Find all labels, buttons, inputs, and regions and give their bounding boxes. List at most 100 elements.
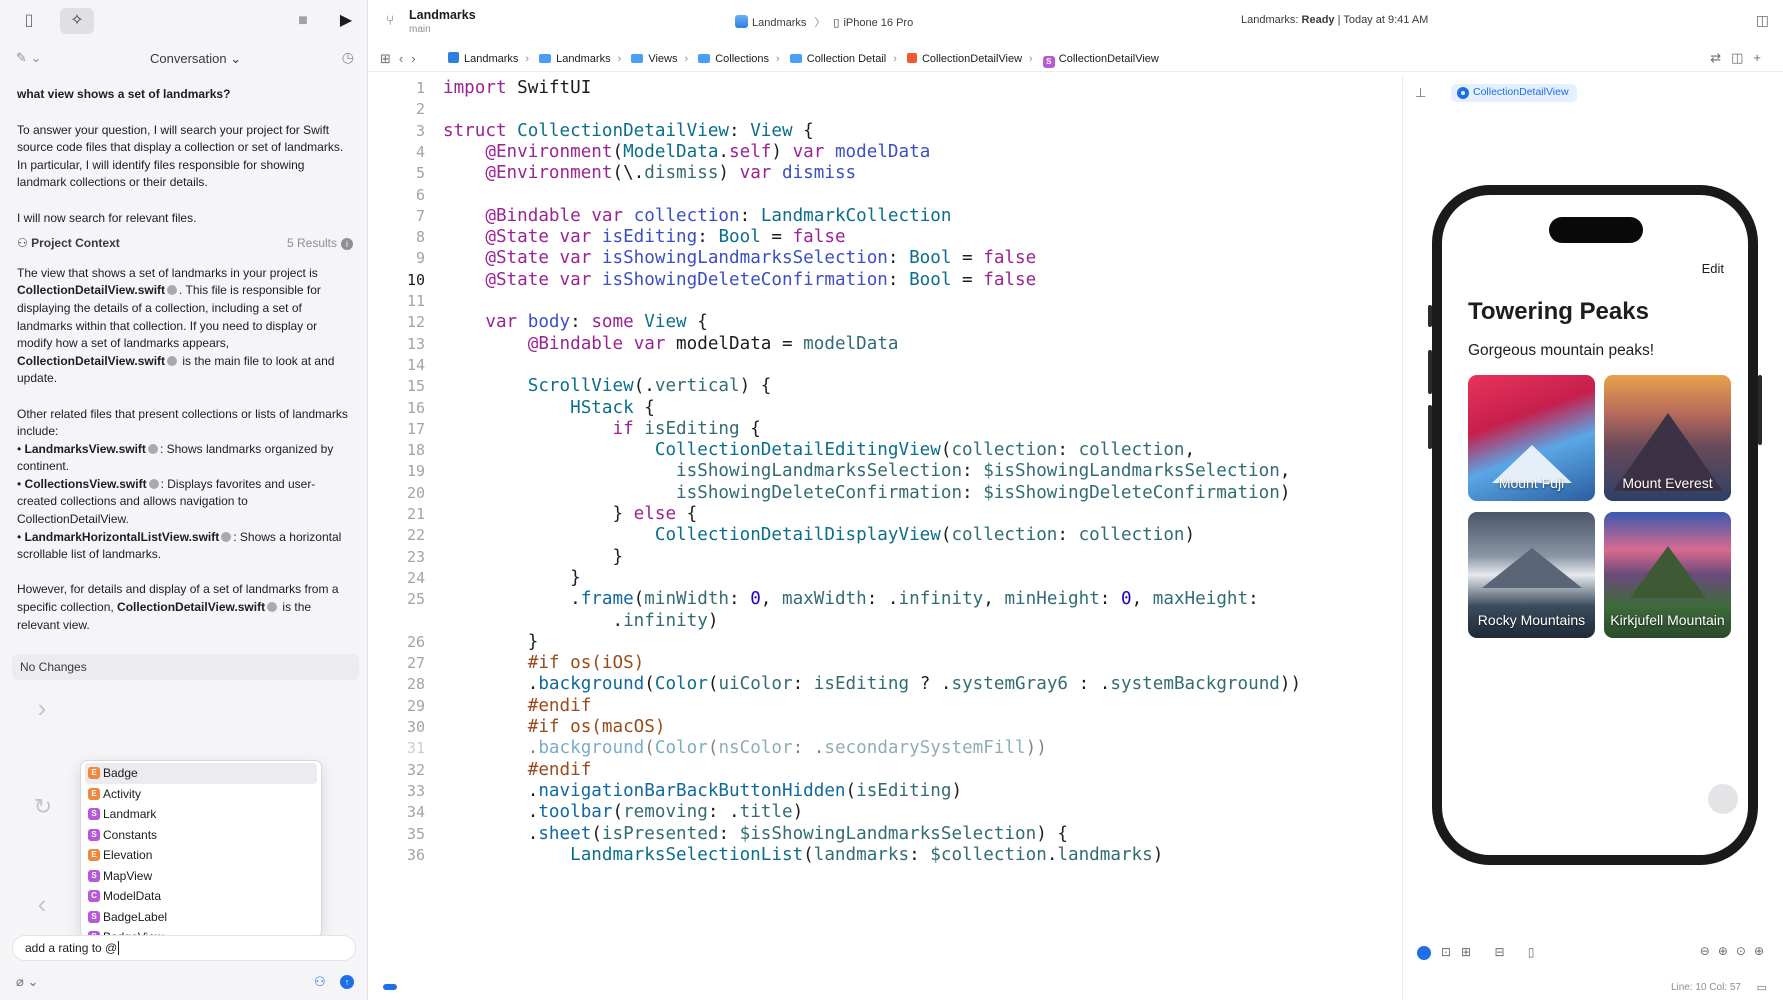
scheme-selector[interactable]: Landmarks〉▯iPhone 16 Pro xyxy=(735,14,913,30)
code-line[interactable]: 7 @Bindable var collection: LandmarkColl… xyxy=(370,204,1400,228)
run-play-icon[interactable]: ▶ xyxy=(339,12,353,29)
landmark-tile[interactable]: Kirkjufell Mountain xyxy=(1604,512,1731,638)
code-line[interactable]: 21 } else { xyxy=(370,502,1400,526)
code-line[interactable]: 32 #endif xyxy=(370,758,1400,782)
code-line[interactable]: 4 @Environment(ModelData.self) var model… xyxy=(370,140,1400,164)
landmark-tile[interactable]: Mount Fuji xyxy=(1468,375,1595,501)
no-changes-bar[interactable]: No Changes xyxy=(12,654,359,680)
live-preview-icon[interactable] xyxy=(1417,946,1431,960)
file-link-icon[interactable] xyxy=(167,355,178,366)
code-line[interactable]: 2 xyxy=(370,97,1400,121)
code-line[interactable]: 11 xyxy=(370,289,1400,313)
code-line[interactable]: 24 } xyxy=(370,566,1400,590)
completion-item[interactable]: SBadgeView xyxy=(81,927,321,937)
code-line[interactable]: 29 #endif xyxy=(370,694,1400,718)
new-conversation-icon[interactable]: ✎ ⌄ xyxy=(16,50,42,65)
code-line[interactable]: 28 .background(Color(uiColor: isEditing … xyxy=(370,672,1400,696)
history-icon[interactable]: ◷ xyxy=(341,49,354,65)
code-line[interactable]: 17 if isEditing { xyxy=(370,417,1400,441)
assistant-sparkle-icon[interactable]: ✧ xyxy=(60,8,94,34)
code-line[interactable]: 20 isShowingDeleteConfirmation: $isShowi… xyxy=(370,481,1400,505)
breadcrumb-item[interactable]: Collection Detail xyxy=(789,53,886,65)
refresh-icon[interactable]: ↻ xyxy=(33,794,53,819)
send-icon[interactable]: ↑ xyxy=(340,975,354,989)
info-icon[interactable]: i xyxy=(341,237,353,250)
nav-arrows[interactable]: ⊞‹› xyxy=(380,51,424,66)
code-line[interactable]: 13 @Bindable var modelData = modelData xyxy=(370,332,1400,356)
code-line[interactable]: 15 ScrollView(.vertical) { xyxy=(370,374,1400,398)
message-input[interactable]: add a rating to @ xyxy=(12,935,356,961)
landmark-tile[interactable]: Rocky Mountains xyxy=(1468,512,1595,638)
file-reference[interactable]: CollectionDetailView.swift xyxy=(17,283,166,298)
chevron-left-icon[interactable]: ‹ xyxy=(37,889,47,919)
file-link-icon[interactable] xyxy=(221,531,232,542)
project-name[interactable]: Landmarks xyxy=(409,8,476,22)
code-line[interactable]: 25 .frame(minWidth: 0, maxWidth: .infini… xyxy=(370,587,1400,611)
code-line[interactable]: 16 HStack { xyxy=(370,396,1400,420)
branch-name[interactable]: main xyxy=(409,24,431,35)
code-line[interactable]: 10 @State var isShowingDeleteConfirmatio… xyxy=(370,268,1400,292)
minimap-toggle-icon[interactable]: ▭ xyxy=(1756,982,1767,994)
file-link-icon[interactable] xyxy=(167,285,178,296)
file-reference[interactable]: LandmarksView.swift xyxy=(24,441,146,456)
code-line[interactable]: 36 LandmarksSelectionList(landmarks: $co… xyxy=(370,843,1400,867)
landmark-tile[interactable]: Mount Everest xyxy=(1604,375,1731,501)
attachment-icon[interactable]: ⌀ ⌄ xyxy=(16,974,39,989)
preview-tag[interactable]: CollectionDetailView xyxy=(1451,84,1577,102)
code-line[interactable]: 12 var body: some View { xyxy=(370,310,1400,334)
conversation-menu[interactable]: Conversation ⌄ xyxy=(150,51,242,66)
code-line[interactable]: 35 .sheet(isPresented: $isShowingLandmar… xyxy=(370,822,1400,846)
code-line[interactable]: 14 xyxy=(370,353,1400,377)
breadcrumb-item[interactable]: Views xyxy=(631,53,677,65)
code-line[interactable]: 22 CollectionDetailDisplayView(collectio… xyxy=(370,523,1400,547)
navigator-file-icon[interactable]: ▯ xyxy=(24,12,34,29)
code-line[interactable]: 5 @Environment(\.dismiss) var dismiss xyxy=(370,161,1400,185)
code-line[interactable]: 8 @State var isEditing: Bool = false xyxy=(370,225,1400,249)
code-line[interactable]: 33 .navigationBarBackButtonHidden(isEdit… xyxy=(370,779,1400,803)
breadcrumb-item[interactable]: Collections xyxy=(698,53,769,65)
file-reference[interactable]: CollectionsView.swift xyxy=(24,476,147,491)
file-reference[interactable]: LandmarkHorizontalListView.swift xyxy=(24,529,220,544)
code-line[interactable]: 6 xyxy=(370,183,1400,207)
breadcrumb-item[interactable]: Landmarks xyxy=(448,52,518,65)
zoom-icons[interactable]: ⊖⊕⊙⊕ xyxy=(1699,944,1772,958)
code-line[interactable]: 9 @State var isShowingLandmarksSelection… xyxy=(370,246,1400,270)
code-line[interactable]: 26 } xyxy=(370,630,1400,654)
code-line[interactable]: 23 } xyxy=(370,545,1400,569)
pin-icon[interactable]: ⊥ xyxy=(1415,85,1427,100)
edit-button[interactable]: Edit xyxy=(1701,261,1724,276)
editor-options-icons[interactable]: ⇄◫+ xyxy=(1710,50,1771,65)
chevron-right-icon[interactable]: › xyxy=(37,693,47,723)
preview-mode-icons[interactable]: ⊡⊞ ⊟ ▯ xyxy=(1441,945,1545,959)
inspector-toggle-icon[interactable]: ◫ xyxy=(1755,12,1769,28)
code-line[interactable]: 19 isShowingLandmarksSelection: $isShowi… xyxy=(370,459,1400,483)
code-line[interactable]: 31 .background(Color(nsColor: .secondary… xyxy=(370,736,1400,760)
file-link-icon[interactable] xyxy=(148,478,159,489)
binoculars-icon[interactable]: ⚇ xyxy=(314,974,326,989)
breadcrumb-item[interactable]: Landmarks xyxy=(539,53,611,65)
code-line[interactable]: .infinity) xyxy=(370,609,1400,633)
file-reference[interactable]: CollectionDetailView.swift xyxy=(17,353,166,368)
preview-toggle-handle[interactable] xyxy=(1708,784,1738,814)
code-line[interactable]: 27 #if os(iOS) xyxy=(370,651,1400,675)
code-line[interactable]: 34 .toolbar(removing: .title) xyxy=(370,800,1400,824)
stop-icon[interactable]: ■ xyxy=(298,12,308,29)
breadcrumb-item[interactable]: CollectionDetailView xyxy=(906,53,1022,65)
file-link-icon[interactable] xyxy=(267,602,278,613)
code-line[interactable]: 18 CollectionDetailEditingView(collectio… xyxy=(370,438,1400,462)
file-reference[interactable]: CollectionDetailView.swift xyxy=(117,600,266,615)
code-line[interactable]: 30 #if os(macOS) xyxy=(370,715,1400,739)
